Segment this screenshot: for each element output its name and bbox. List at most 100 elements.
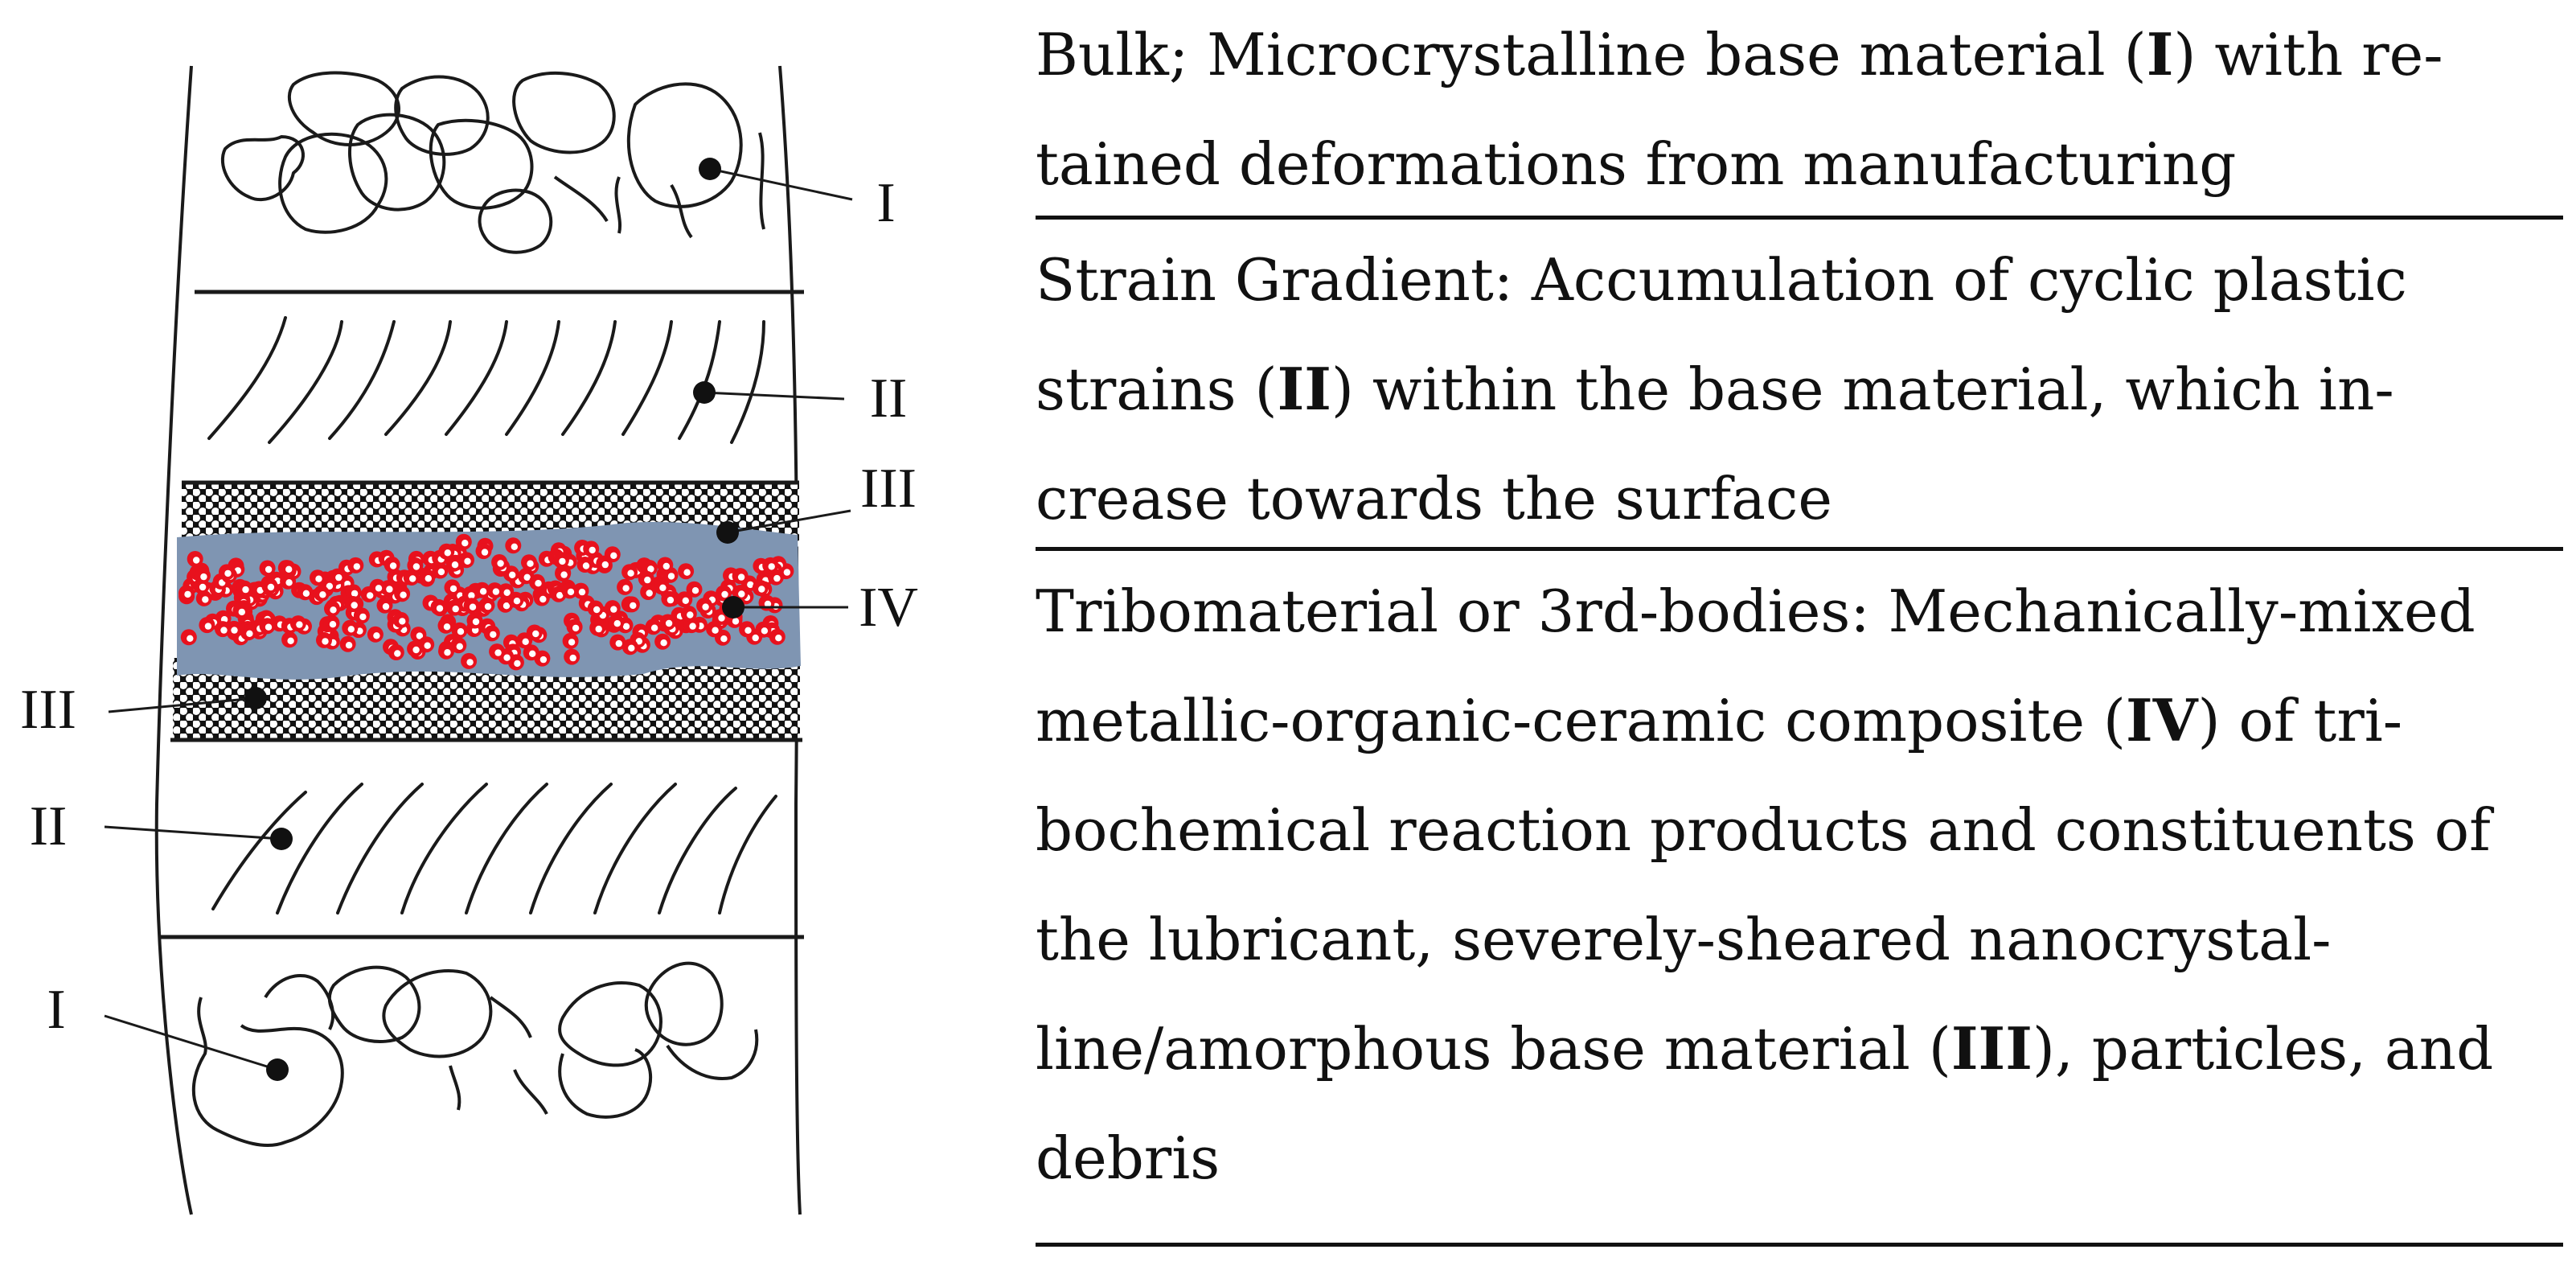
particle-core bbox=[593, 606, 601, 614]
particle-core bbox=[689, 623, 696, 630]
particle-core bbox=[193, 557, 200, 564]
label-lower-nano: III bbox=[20, 679, 76, 741]
particle-core bbox=[610, 606, 617, 613]
particle-core bbox=[319, 591, 326, 598]
row-tribo-line-2: metallic-organic-ceramic composite (IV) … bbox=[1036, 686, 2403, 754]
particle-core bbox=[635, 638, 642, 645]
leader-dots bbox=[244, 158, 744, 1081]
particle-core bbox=[351, 602, 358, 609]
particle-cluster bbox=[178, 533, 794, 671]
particle-core bbox=[472, 618, 480, 626]
particle-core bbox=[628, 644, 635, 651]
particle-core bbox=[494, 649, 502, 656]
label-upper-nano: III bbox=[860, 458, 917, 520]
leader-lines bbox=[104, 167, 853, 1071]
particle-core bbox=[610, 552, 617, 559]
particle-core bbox=[744, 627, 752, 634]
particle-core bbox=[329, 621, 337, 628]
particle-core bbox=[335, 573, 343, 582]
particle-core bbox=[424, 642, 431, 649]
particle-core bbox=[265, 565, 273, 573]
particle-core bbox=[768, 563, 775, 570]
particle-core bbox=[646, 590, 653, 597]
particle-core bbox=[569, 654, 576, 662]
particle-core bbox=[326, 582, 334, 590]
particle-core bbox=[595, 625, 602, 633]
particle-core bbox=[572, 624, 580, 632]
particle-core bbox=[752, 634, 759, 642]
particle-core bbox=[601, 561, 609, 569]
particle-core bbox=[702, 603, 709, 610]
particle-core bbox=[412, 563, 420, 570]
particle-core bbox=[437, 568, 445, 576]
particle-core bbox=[503, 589, 511, 596]
particle-core bbox=[400, 591, 407, 598]
row-tribo-line-1: Tribomaterial or 3rd-bodies: Mechanicall… bbox=[1036, 577, 2476, 645]
particle-core bbox=[718, 614, 725, 622]
particle-core bbox=[347, 626, 355, 633]
particle-core bbox=[265, 623, 273, 631]
particle-core bbox=[464, 557, 471, 565]
particle-core bbox=[687, 611, 694, 619]
row-tribo-line-3: bochemical reaction products and constit… bbox=[1036, 796, 2491, 864]
particle-core bbox=[539, 656, 548, 664]
particle-core bbox=[285, 565, 293, 573]
row-divider-2 bbox=[1036, 547, 2563, 551]
particle-core bbox=[560, 571, 568, 578]
row-strain-line-2: strains (II) within the base material, w… bbox=[1036, 355, 2394, 423]
particle-core bbox=[732, 618, 740, 625]
tribolayer-diagram: I II III IV III II I bbox=[20, 65, 918, 1215]
particle-core bbox=[322, 638, 329, 645]
particle-core bbox=[502, 602, 511, 610]
particle-core bbox=[444, 549, 451, 557]
layer-description-table: Bulk; Microcrystalline base material (I)… bbox=[1036, 0, 2563, 1270]
particle-core bbox=[256, 586, 264, 594]
particle-core bbox=[644, 576, 651, 584]
label-tribomaterial: IV bbox=[859, 577, 918, 639]
particle-core bbox=[242, 586, 249, 594]
row-bulk-line-2: tained deformations from manufacturing bbox=[1036, 130, 2237, 198]
left-wall bbox=[154, 65, 193, 1215]
particle-core bbox=[721, 590, 728, 598]
particle-core bbox=[443, 623, 451, 631]
row-tribomaterial: Tribomaterial or 3rd-bodies: Mechanicall… bbox=[1036, 557, 2563, 1213]
particle-core bbox=[747, 581, 754, 589]
particle-core bbox=[246, 630, 253, 637]
particle-core bbox=[199, 583, 207, 591]
row-strain-line-1: Strain Gradient: Accumulation of cyclic … bbox=[1036, 246, 2407, 314]
particle-core bbox=[238, 608, 245, 616]
particle-core bbox=[224, 569, 232, 577]
particle-core bbox=[667, 596, 675, 604]
particle-core bbox=[773, 574, 781, 582]
particle-core bbox=[783, 569, 791, 576]
particle-core bbox=[200, 573, 207, 581]
particle-core bbox=[659, 584, 667, 591]
particle-core bbox=[514, 660, 521, 668]
particle-core bbox=[484, 602, 492, 610]
label-bottom-bulk: I bbox=[47, 979, 65, 1041]
particle-core bbox=[267, 583, 275, 591]
particle-core bbox=[382, 602, 390, 610]
particle-core bbox=[490, 631, 497, 639]
particle-core bbox=[345, 642, 353, 649]
particle-core bbox=[492, 588, 500, 595]
particle-core bbox=[559, 557, 566, 565]
particle-core bbox=[399, 618, 406, 625]
particle-core bbox=[662, 562, 670, 570]
particle-core bbox=[356, 627, 363, 635]
particle-core bbox=[758, 586, 765, 593]
particle-core bbox=[764, 600, 772, 608]
particle-core bbox=[353, 563, 360, 570]
particle-core bbox=[481, 549, 489, 556]
particle-core bbox=[444, 649, 451, 656]
particle-core bbox=[436, 605, 444, 612]
particle-core bbox=[416, 632, 424, 639]
particle-core bbox=[761, 627, 769, 635]
particle-core bbox=[682, 597, 689, 604]
particle-core bbox=[691, 587, 699, 594]
particle-core bbox=[622, 585, 630, 592]
label-top-bulk: I bbox=[876, 172, 895, 234]
bottom-bulk-grains bbox=[191, 961, 759, 1148]
particle-core bbox=[285, 579, 293, 586]
particle-core bbox=[184, 590, 191, 598]
